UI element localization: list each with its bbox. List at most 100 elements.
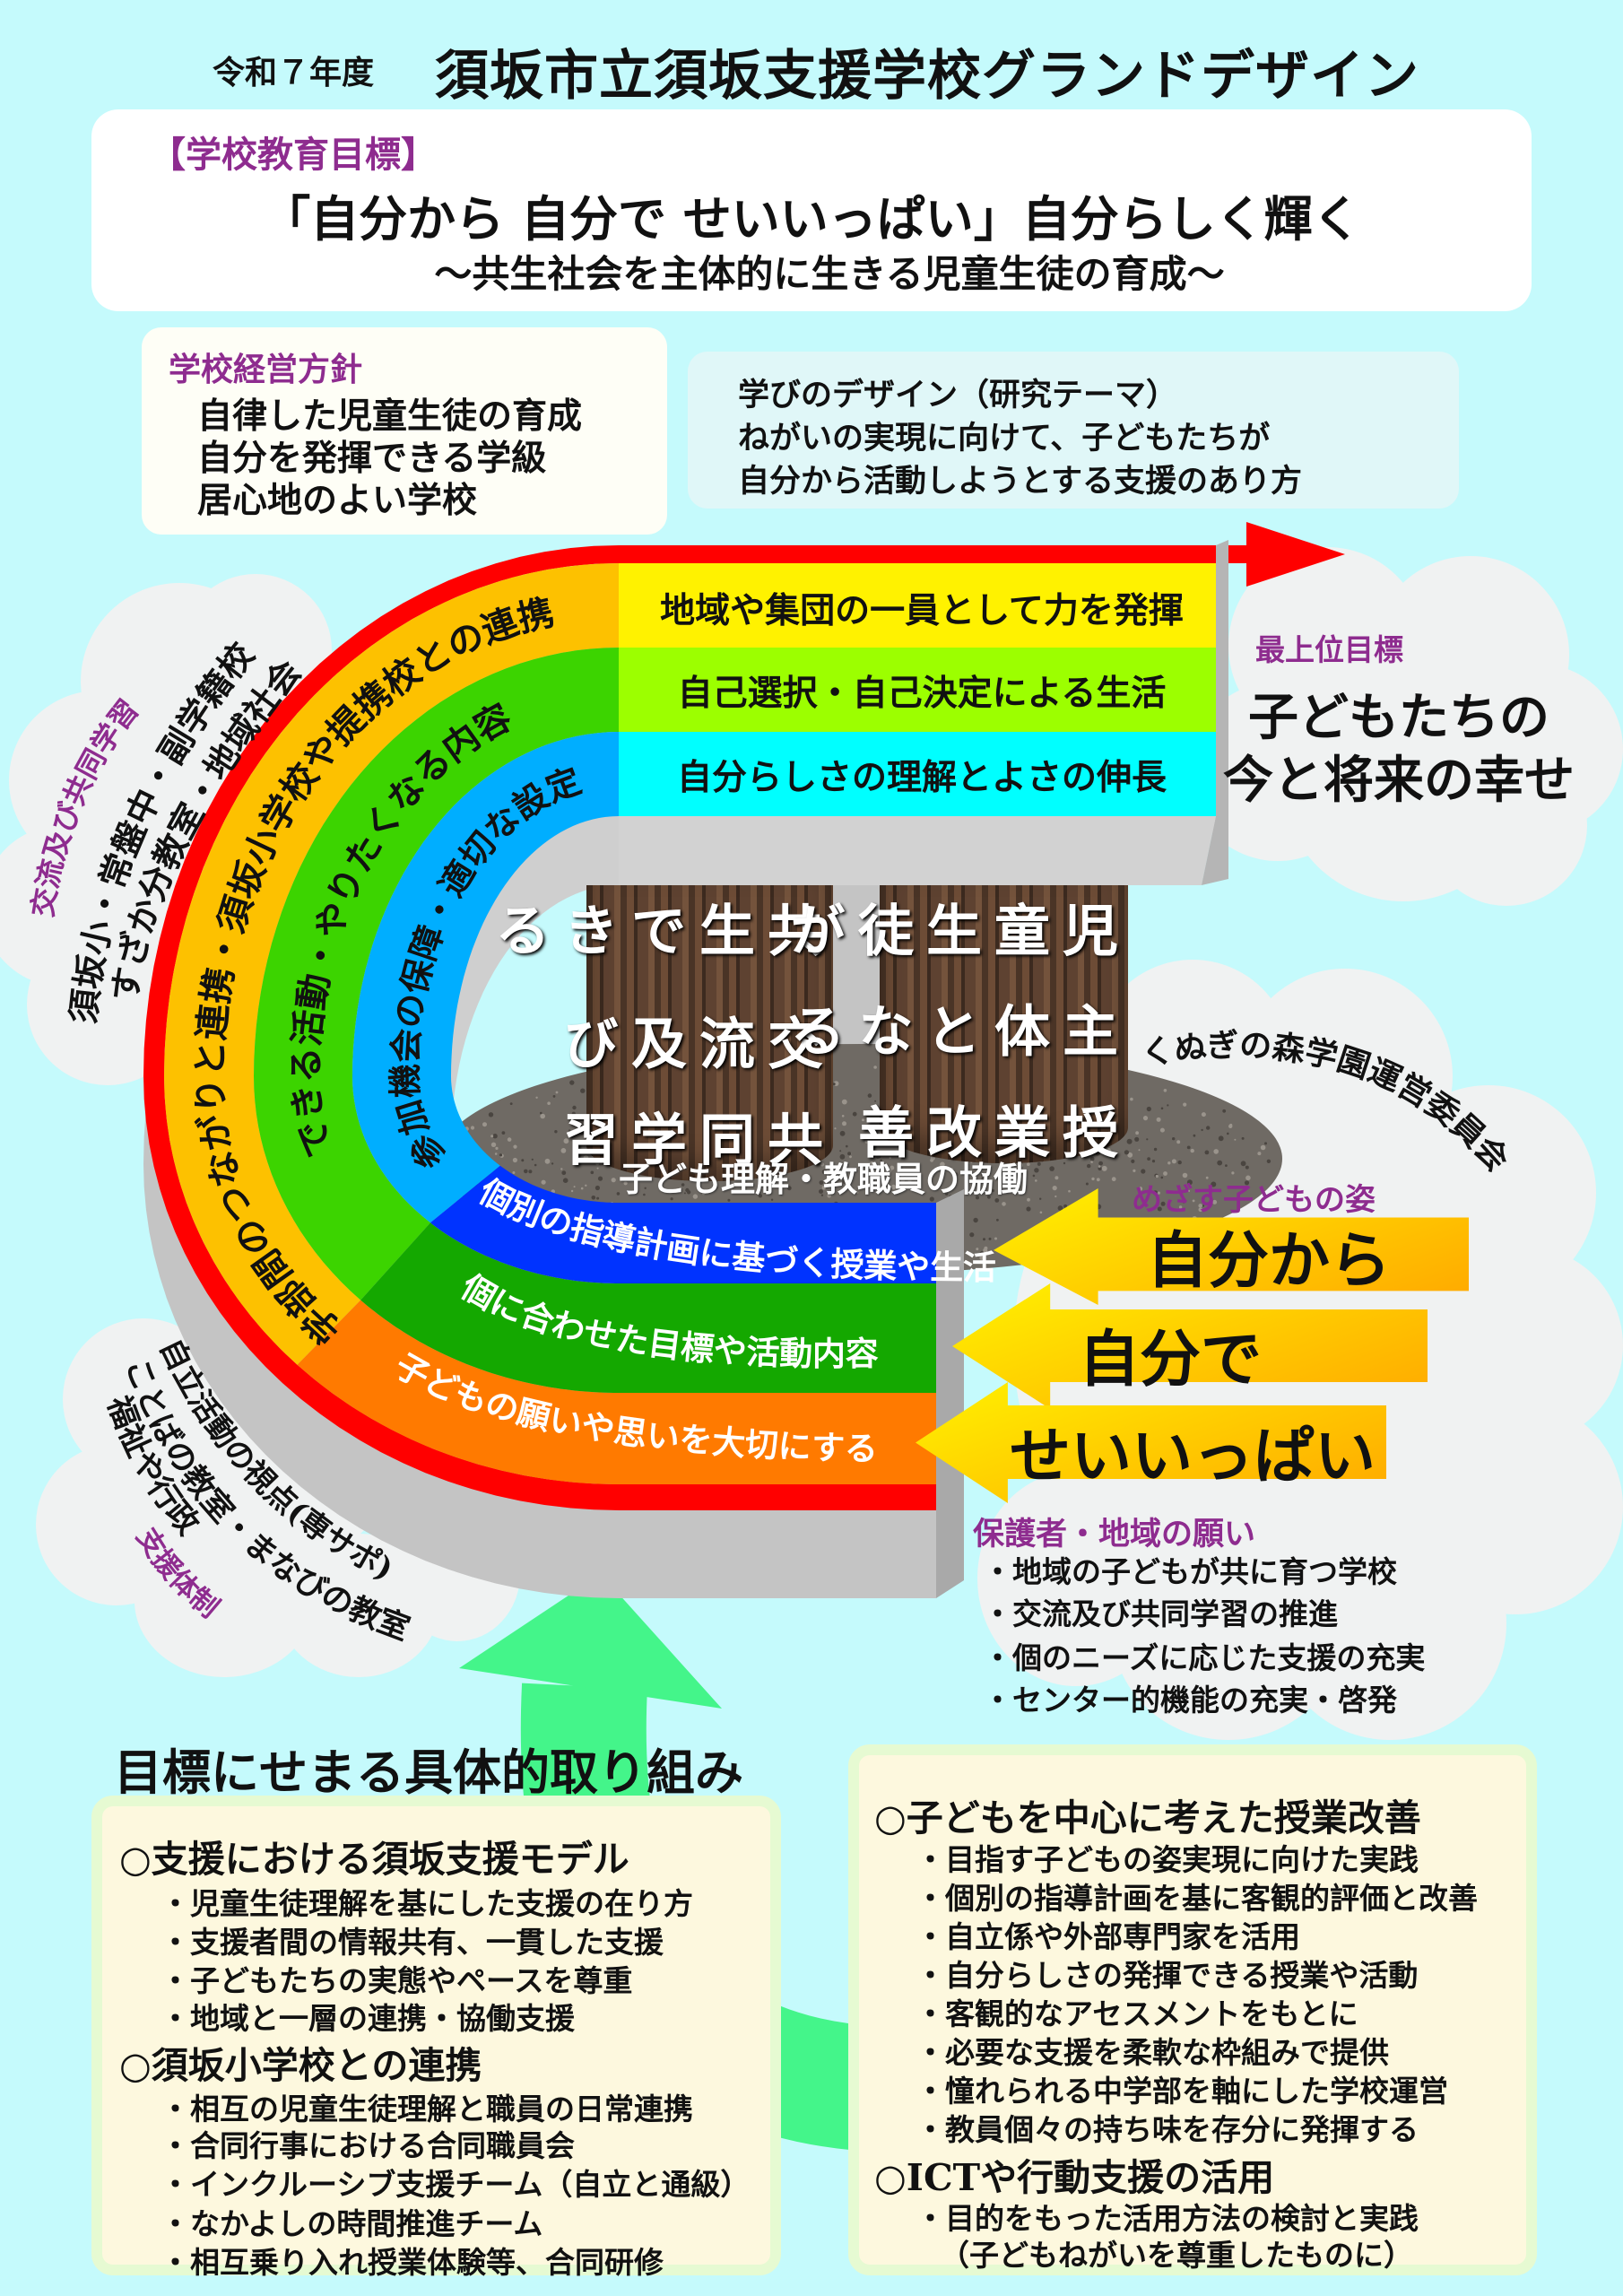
ground-pebble <box>1190 1148 1194 1153</box>
ground-pebble <box>996 1218 999 1222</box>
learning-design-box: 学びのデザイン（研究テーマ） ねがいの実現に向けて、子どもたちが 自分から活動し… <box>688 352 1459 509</box>
ground-pebble <box>540 1113 545 1119</box>
ground-pebble <box>1138 1149 1141 1152</box>
ground-pebble <box>867 1093 872 1098</box>
ground-pebble <box>929 1196 934 1202</box>
ground-pebble <box>1167 1161 1171 1165</box>
ground-pebble <box>580 1088 586 1093</box>
ground-pebble <box>945 1192 949 1196</box>
ground-pebble <box>983 1238 985 1241</box>
ground-pebble <box>1039 1197 1042 1200</box>
school-goal-sub: ～共生社会を主体的に生きる児童生徒の育成～ <box>434 252 1225 296</box>
ground-pebble <box>1182 1172 1188 1178</box>
ground-pebble <box>980 1173 984 1177</box>
ground-pebble <box>1026 1206 1031 1212</box>
ground-pebble <box>870 1124 872 1127</box>
ground-pebble <box>552 1095 556 1098</box>
ground-pebble <box>1126 1138 1133 1144</box>
ground-pebble <box>1157 1191 1160 1195</box>
ground-pebble <box>941 1165 945 1170</box>
ground-pebble <box>841 1099 847 1105</box>
ground-pebble <box>1138 1187 1143 1191</box>
ground-pebble <box>1186 1179 1193 1186</box>
ground-pebble <box>562 1178 568 1183</box>
ground-pebble <box>1063 1161 1066 1165</box>
rainbow-bands <box>143 522 1345 1598</box>
ground-pebble <box>1204 1150 1210 1155</box>
ground-pebble <box>1245 1165 1249 1170</box>
ground-pebble <box>768 1178 773 1183</box>
ground-pebble <box>1134 1136 1140 1142</box>
ground-pebble <box>644 1187 647 1190</box>
ground-pebble <box>819 1180 824 1185</box>
ground-pebble <box>834 1127 837 1130</box>
effort-item: ・地域と一層の連携・協働支援 <box>161 2001 575 2036</box>
ground-pebble <box>839 1130 846 1136</box>
ground-pebble <box>1098 1166 1102 1171</box>
ground-pebble <box>1055 1195 1057 1198</box>
ground-pebble <box>1146 1138 1149 1141</box>
foundation-label: 子ども理解・教職員の協働 <box>619 1159 1028 1199</box>
ground-pebble <box>560 1168 563 1170</box>
ground-pebble <box>983 1248 988 1253</box>
ground-pebble <box>1098 1161 1103 1166</box>
top-goal-line: 今と将来の幸せ <box>1223 751 1575 810</box>
ground-pebble <box>1257 1152 1262 1156</box>
wishes-label: 保護者・地域の願い <box>973 1516 1256 1552</box>
ground-pebble <box>889 1156 891 1160</box>
ground-pebble <box>864 1140 869 1144</box>
ground-pebble <box>643 1193 646 1196</box>
ground-pebble <box>872 1143 877 1148</box>
ground-pebble <box>1141 1169 1146 1174</box>
effort-heading: ○須坂小学校との連携 <box>119 2044 482 2087</box>
ground-pebble <box>1034 1168 1039 1173</box>
ground-pebble <box>1159 1127 1165 1133</box>
ground-pebble <box>1234 1138 1237 1141</box>
ground-pebble <box>981 1176 986 1181</box>
ground-pebble <box>573 1186 576 1188</box>
aim-arrow-3-label: せいいっぱい <box>1009 1421 1376 1492</box>
ground-pebble <box>842 1121 846 1126</box>
wish-item: ・個のニーズに応じた支援の充実 <box>983 1640 1426 1675</box>
ground-pebble <box>1211 1181 1217 1187</box>
ground-pebble <box>1068 1189 1071 1193</box>
wish-item: ・地域の子どもが共に育つ学校 <box>983 1554 1397 1589</box>
effort-item: ・相互の児童生徒理解と職員の日常連携 <box>161 2092 693 2126</box>
ground-pebble <box>853 1188 856 1192</box>
ground-pebble <box>1002 1202 1006 1206</box>
ground-pebble <box>1213 1149 1219 1154</box>
ground-pebble <box>1027 1162 1030 1166</box>
ground-pebble <box>1260 1144 1266 1151</box>
ground-pebble <box>777 1176 781 1178</box>
ground-pebble <box>979 1256 984 1260</box>
design-line: ねがいの実現に向けて、子どもたちが <box>738 420 1271 457</box>
ground-pebble <box>1198 1207 1203 1213</box>
effort-item: ・子どもたちの実態やペースを尊重 <box>161 1963 633 1998</box>
ground-pebble <box>833 1185 836 1187</box>
ground-pebble <box>1085 1182 1089 1186</box>
ground-pebble <box>877 1154 881 1159</box>
ground-pebble <box>819 1189 823 1194</box>
inner-wall-strip <box>619 816 1216 885</box>
fiscal-year: 令和７年度 <box>213 54 375 91</box>
ground-pebble <box>875 1140 880 1144</box>
pillar-lesson-improvement: 児童生徒が 主体となる 授業改善 <box>780 885 1128 1163</box>
ground-pebble <box>1130 1097 1133 1101</box>
effort-item: ・相互乗り入れ授業体験等、合同研修 <box>161 2245 664 2280</box>
ground-pebble <box>1153 1147 1158 1152</box>
ground-pebble <box>568 1129 571 1132</box>
ground-pebble <box>898 1176 901 1178</box>
ground-pebble <box>1163 1171 1167 1176</box>
ground-pebble <box>832 1083 836 1086</box>
ground-pebble <box>1201 1128 1203 1132</box>
ground-pebble <box>830 1178 833 1181</box>
policy-item: 自律した児童生徒の育成 <box>197 396 583 437</box>
ground-pebble <box>770 1198 774 1201</box>
effort-heading: ○ICTや行動支援の活用 <box>874 2156 1275 2199</box>
ground-pebble <box>898 1156 902 1160</box>
ground-pebble <box>513 1144 517 1149</box>
ground-pebble <box>1177 1160 1182 1165</box>
ground-pebble <box>1151 1160 1156 1163</box>
wish-item: ・センター的機能の充実・啓発 <box>983 1683 1397 1718</box>
effort-item: ・合同行事における合同職員会 <box>161 2128 575 2163</box>
